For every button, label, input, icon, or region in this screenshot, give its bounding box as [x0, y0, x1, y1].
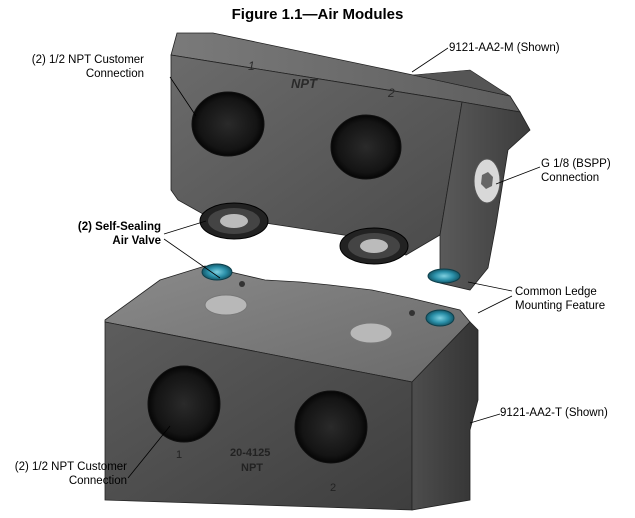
leader-lines — [127, 47, 541, 479]
top-engraving-npt: NPT — [291, 76, 318, 91]
top-engraving-1: 1 — [248, 59, 255, 73]
callout-bspp: G 1/8 (BSPP) Connection — [541, 157, 611, 185]
callout-valve: (2) Self-Sealing Air Valve — [78, 220, 161, 248]
leader-valve-2 — [163, 238, 221, 279]
callout-part-m-text: 9121-AA2-M (Shown) — [449, 42, 560, 54]
bottom-engraving-1: 1 — [176, 449, 182, 461]
figure-title: Figure 1.1—Air Modules — [231, 6, 404, 23]
callout-bspp-line1: G 1/8 (BSPP) — [541, 158, 611, 170]
bottom-pad-1 — [204, 294, 248, 316]
leader-npt-bottom — [127, 425, 171, 479]
callout-part-t-text: 9121-AA2-T (Shown) — [500, 407, 608, 419]
callout-valve-line1: (2) Self-Sealing — [77, 221, 161, 233]
bottom-blue-seal-1 — [201, 263, 233, 281]
top-valve-2 — [339, 227, 409, 265]
callout-npt-bottom-line1: (2) 1/2 NPT Customer — [14, 461, 127, 473]
callout-npt-bottom: (2) 1/2 NPT Customer Connection — [15, 460, 127, 488]
top-valve-1 — [199, 202, 269, 240]
leader-npt-top — [169, 76, 197, 117]
hex-socket-icon — [481, 172, 493, 189]
callout-ledge: Common Ledge Mounting Feature — [515, 285, 605, 313]
callout-npt-top-line1: (2) 1/2 NPT Customer — [31, 54, 144, 66]
leader-ledge-2 — [477, 295, 513, 314]
callout-part-t: 9121-AA2-T (Shown) — [500, 406, 608, 420]
leader-valve-1 — [163, 220, 207, 235]
bottom-pin — [239, 281, 245, 287]
bottom-module — [104, 263, 479, 511]
bottom-engraving-partno: 20-4125 — [230, 447, 270, 459]
callout-npt-top-line2: Connection — [85, 68, 144, 80]
bottom-pin-2 — [409, 310, 415, 316]
callout-npt-top: (2) 1/2 NPT Customer Connection — [32, 53, 144, 81]
leader-ledge-1 — [467, 281, 513, 292]
leader-bspp — [495, 166, 541, 185]
callout-valve-line2: Air Valve — [112, 235, 161, 247]
bottom-port-1-hole — [147, 365, 221, 443]
top-module — [170, 32, 531, 291]
callout-part-m: 9121-AA2-M (Shown) — [449, 41, 560, 55]
callout-npt-bottom-line2: Connection — [68, 475, 127, 487]
leader-part-m — [411, 47, 449, 73]
bottom-module-side-face — [411, 321, 479, 511]
top-module-ledge — [412, 69, 511, 97]
bottom-engraving-npt: NPT — [241, 462, 263, 474]
leader-part-t — [469, 413, 501, 424]
top-blue-seal — [427, 268, 461, 284]
top-engraving-2: 2 — [387, 86, 395, 100]
bottom-blue-seal-2 — [425, 309, 455, 327]
callout-bspp-line2: Connection — [541, 172, 600, 184]
callout-ledge-line1: Common Ledge — [515, 286, 597, 298]
bottom-port-2-hole — [294, 390, 368, 464]
bottom-pad-2 — [349, 322, 393, 344]
bottom-engraving-2: 2 — [330, 482, 336, 494]
top-port-2-hole — [330, 114, 402, 180]
callout-ledge-line2: Mounting Feature — [515, 300, 606, 312]
top-port-1-hole — [191, 91, 265, 157]
